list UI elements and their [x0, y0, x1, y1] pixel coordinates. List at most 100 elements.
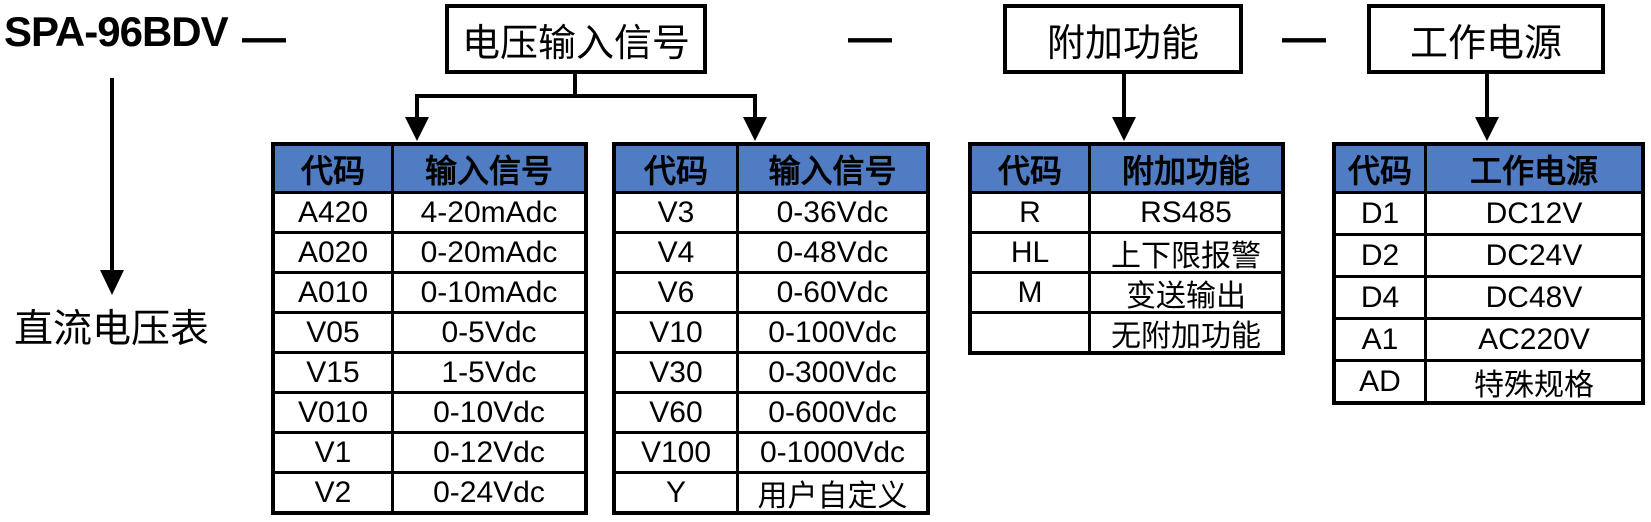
- code-cell: V05: [306, 315, 360, 349]
- table-row: D1 DC12V: [1336, 191, 1641, 233]
- header-working-power: 工作电源: [1424, 146, 1641, 191]
- value-cell: 0-36Vdc: [736, 194, 926, 231]
- table-row: V10 0-100Vdc: [616, 311, 926, 351]
- value-cell: DC48V: [1424, 278, 1641, 317]
- code-cell: Y: [665, 475, 686, 509]
- table-row: 无附加功能: [972, 311, 1281, 351]
- table-row: AD 特殊规格: [1336, 359, 1641, 401]
- additional-function-table: 代码 附加功能 R RS485 HL 上下限报警 M 变送输出 无附加功能: [968, 142, 1285, 355]
- header-input-signal: 输入信号: [736, 146, 926, 191]
- table-row: V6 0-60Vdc: [616, 271, 926, 311]
- code-cell: V1: [314, 435, 352, 469]
- value-cell: 0-60Vdc: [736, 274, 926, 311]
- code-cell: V3: [657, 195, 695, 229]
- code-cell: V10: [649, 315, 703, 349]
- option-box-additional-function: 附加功能: [1003, 4, 1243, 74]
- header-code: 代码: [275, 146, 391, 191]
- header-code: 代码: [616, 146, 736, 191]
- voltage-input-signal-table-1: 代码 输入信号 A420 4-20mAdc A020 0-20mAdc A010…: [271, 142, 588, 515]
- table-row: A1 AC220V: [1336, 317, 1641, 359]
- value-cell: 0-600Vdc: [736, 394, 926, 431]
- code-cell: V100: [640, 435, 712, 469]
- table-row: V05 0-5Vdc: [275, 311, 584, 351]
- code-cell: V2: [314, 475, 352, 509]
- header-input-signal: 输入信号: [391, 146, 584, 191]
- table-header-row: 代码 附加功能: [972, 146, 1281, 191]
- value-cell: 用户自定义: [736, 474, 926, 511]
- value-cell: DC24V: [1424, 236, 1641, 275]
- model-code: SPA-96BDV: [4, 8, 229, 55]
- code-cell: A010: [297, 275, 369, 309]
- table-row: V2 0-24Vdc: [275, 471, 584, 511]
- table-row: A010 0-10mAdc: [275, 271, 584, 311]
- value-cell: 无附加功能: [1088, 314, 1281, 351]
- code-separator-dash: —: [242, 13, 286, 62]
- code-cell: HL: [1010, 235, 1050, 269]
- code-cell: A020: [297, 235, 369, 269]
- working-power-arrow: [1475, 74, 1499, 141]
- value-cell: 0-12Vdc: [391, 434, 584, 471]
- option-box-label: 工作电源: [1409, 22, 1562, 65]
- table-header-row: 代码 输入信号: [275, 146, 584, 191]
- voltage-input-signal-table-2: 代码 输入信号 V3 0-36Vdc V4 0-48Vdc V6 0-60Vdc…: [612, 142, 930, 515]
- code-cell: V30: [649, 355, 703, 389]
- table-row: D4 DC48V: [1336, 275, 1641, 317]
- value-cell: 上下限报警: [1088, 234, 1281, 271]
- header-code: 代码: [972, 146, 1088, 191]
- table-row: V1 0-12Vdc: [275, 431, 584, 471]
- voltage-input-split-arrow: [405, 74, 767, 141]
- code-cell: A420: [297, 195, 369, 229]
- table-row: A420 4-20mAdc: [275, 191, 584, 231]
- value-cell: 0-5Vdc: [391, 314, 584, 351]
- value-cell: 4-20mAdc: [391, 194, 584, 231]
- value-cell: AC220V: [1424, 320, 1641, 359]
- value-cell: RS485: [1088, 194, 1281, 231]
- table-row: V60 0-600Vdc: [616, 391, 926, 431]
- additional-function-arrow: [1112, 74, 1136, 141]
- table-row: D2 DC24V: [1336, 233, 1641, 275]
- code-cell: V4: [657, 235, 695, 269]
- code-separator-dash: —: [1282, 13, 1326, 62]
- table-row: V010 0-10Vdc: [275, 391, 584, 431]
- header-code: 代码: [1336, 146, 1424, 191]
- code-cell: D1: [1360, 196, 1400, 230]
- table-row: V30 0-300Vdc: [616, 351, 926, 391]
- value-cell: 变送输出: [1088, 274, 1281, 311]
- table-row: Y 用户自定义: [616, 471, 926, 511]
- table-header-row: 代码 工作电源: [1336, 146, 1641, 191]
- code-cell: V6: [657, 275, 695, 309]
- model-description: 直流电压表: [14, 308, 210, 351]
- value-cell: 0-24Vdc: [391, 474, 584, 511]
- code-cell: D4: [1360, 280, 1400, 314]
- value-cell: 1-5Vdc: [391, 354, 584, 391]
- code-cell: R: [1019, 195, 1041, 229]
- option-box-label: 电压输入信号: [461, 22, 690, 65]
- table-row: M 变送输出: [972, 271, 1281, 311]
- value-cell: 0-20mAdc: [391, 234, 584, 271]
- code-separator-dash: —: [848, 13, 892, 62]
- value-cell: 0-300Vdc: [736, 354, 926, 391]
- table-row: V3 0-36Vdc: [616, 191, 926, 231]
- option-box-label: 附加功能: [1046, 22, 1199, 65]
- code-cell: V010: [297, 395, 369, 429]
- model-description-arrow: [100, 78, 124, 295]
- code-cell: M: [1017, 275, 1043, 309]
- code-cell: V15: [306, 355, 360, 389]
- table-row: V4 0-48Vdc: [616, 231, 926, 271]
- option-box-working-power: 工作电源: [1367, 4, 1605, 74]
- table-row: R RS485: [972, 191, 1281, 231]
- value-cell: 0-100Vdc: [736, 314, 926, 351]
- code-cell: A1: [1361, 322, 1399, 356]
- value-cell: DC12V: [1424, 194, 1641, 233]
- code-cell: [972, 314, 1088, 351]
- value-cell: 0-10mAdc: [391, 274, 584, 311]
- option-box-voltage-input-signal: 电压输入信号: [445, 4, 707, 74]
- header-additional-function: 附加功能: [1088, 146, 1281, 191]
- table-header-row: 代码 输入信号: [616, 146, 926, 191]
- code-cell: AD: [1359, 364, 1401, 398]
- code-cell: D2: [1360, 238, 1400, 272]
- table-row: V15 1-5Vdc: [275, 351, 584, 391]
- table-row: HL 上下限报警: [972, 231, 1281, 271]
- value-cell: 0-48Vdc: [736, 234, 926, 271]
